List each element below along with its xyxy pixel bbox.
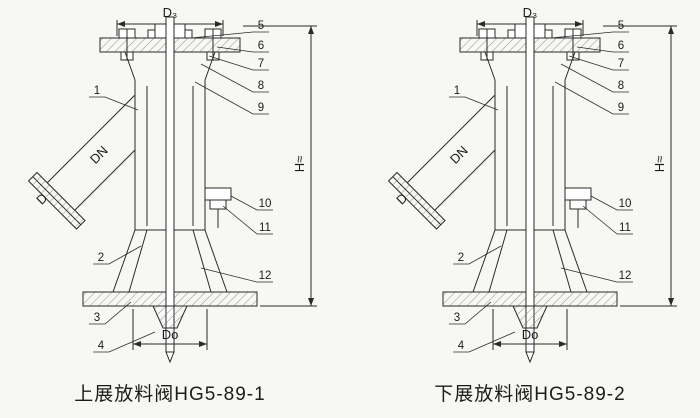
fig1-part-3: 3 <box>94 312 100 324</box>
fig2-dim-h-label: H≈ <box>652 156 667 173</box>
fig1-part-7: 7 <box>258 58 264 70</box>
fig2-part-1: 1 <box>454 85 460 97</box>
fig1-part-12: 12 <box>259 270 272 282</box>
fig2-part-2: 2 <box>458 252 464 264</box>
fig2-part-6: 6 <box>618 40 624 52</box>
fig1-part-5: 5 <box>258 20 264 32</box>
valve-figure-left <box>28 16 318 363</box>
fig1-dim-dn-label: DN <box>87 143 111 167</box>
fig2-dim-do-label: Do <box>522 327 539 342</box>
fig1-caption: 上展放料阀HG5-89-1 <box>74 383 265 405</box>
fig1-part-11: 11 <box>259 222 271 234</box>
valve-figure-right <box>388 16 678 363</box>
fig2-part-11: 11 <box>619 222 631 234</box>
fig1-part-9: 9 <box>258 102 264 114</box>
fig1-part-10: 10 <box>259 198 272 210</box>
fig2-part-7: 7 <box>618 58 624 70</box>
fig2-part-12: 12 <box>619 270 632 282</box>
fig1-labels: D₃ H≈ DN D Do 1 2 3 4 5 6 7 8 9 10 11 12… <box>33 5 307 405</box>
fig1-dim-d3-label: D₃ <box>163 5 178 20</box>
fig2-part-10: 10 <box>619 198 632 210</box>
fig1-dim-do-label: Do <box>162 327 179 342</box>
fig2-part-8: 8 <box>618 80 624 92</box>
fig2-caption: 下展放料阀HG5-89-2 <box>434 383 625 405</box>
fig1-part-1: 1 <box>94 85 100 97</box>
fig2-dim-d3-label: D₃ <box>523 5 538 20</box>
fig2-part-5: 5 <box>618 20 624 32</box>
fig2-part-3: 3 <box>454 312 460 324</box>
fig2-part-4: 4 <box>458 340 465 352</box>
fig1-dim-h-label: H≈ <box>292 156 307 173</box>
fig1-part-6: 6 <box>258 40 264 52</box>
fig1-part-2: 2 <box>98 252 104 264</box>
fig2-part-9: 9 <box>618 102 624 114</box>
fig2-dim-dn-label: DN <box>447 143 471 167</box>
fig1-part-4: 4 <box>98 340 105 352</box>
fig1-part-8: 8 <box>258 80 264 92</box>
